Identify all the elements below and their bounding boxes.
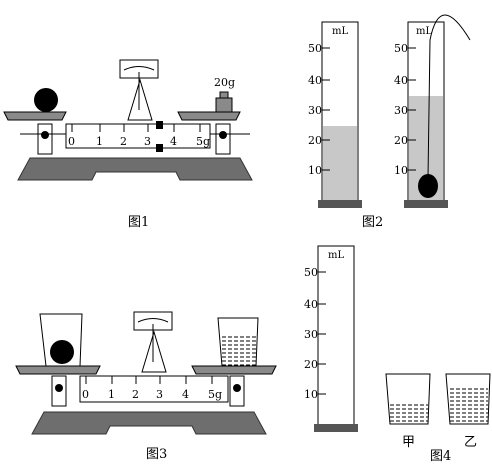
- figure4-cylinder: mL 50 40 30 20 10: [304, 245, 358, 432]
- cyl-4-tick-50: 50: [304, 266, 318, 279]
- cylinder-a-liquid: [323, 126, 357, 204]
- rider-bottom: [156, 144, 163, 152]
- figure1-caption: 图1: [128, 215, 149, 230]
- rider: [156, 121, 163, 129]
- ruler-label-2: 2: [120, 135, 127, 148]
- left-pan-3: [15, 365, 101, 375]
- figure2-cylinder-b: mL 50 40 30 20 10: [394, 14, 471, 208]
- weight-label: 20g: [214, 76, 235, 89]
- ruler3-label-3: 3: [156, 388, 163, 401]
- cyl-a-tick-10: 10: [308, 164, 322, 177]
- ruler-label-3: 3: [144, 135, 151, 148]
- left-pan: [3, 111, 67, 121]
- cyl-b-tick-50: 50: [394, 42, 408, 55]
- figure3-caption: 图3: [146, 447, 167, 462]
- cyl-4-tick-40: 40: [304, 298, 318, 311]
- balance-base-3: [31, 411, 267, 435]
- beam-ruler-ticks: [71, 124, 201, 132]
- ruler3-label-4: 4: [182, 388, 189, 401]
- right-pan: [177, 111, 241, 121]
- figure4-caption: 图4: [430, 449, 451, 464]
- figure3-balance: 0 1 2 3 4 5g 图3: [15, 311, 277, 462]
- cyl-b-tick-40: 40: [394, 74, 408, 87]
- string: [427, 14, 471, 179]
- figure4-beakers: 甲 乙 图4: [385, 373, 491, 464]
- cylinder-a-unit: mL: [332, 26, 348, 37]
- cyl-4-tick-10: 10: [304, 388, 318, 401]
- weight-20g: [215, 97, 233, 113]
- figure2-caption: 图2: [362, 215, 383, 230]
- cyl-b-tick-10: 10: [394, 164, 408, 177]
- stone-in-water: [418, 174, 438, 198]
- cyl-a-tick-50: 50: [308, 42, 322, 55]
- cyl-a-tick-20: 20: [308, 134, 322, 147]
- ruler-label-4: 4: [170, 135, 177, 148]
- cyl-4-tick-20: 20: [304, 358, 318, 371]
- stone: [34, 88, 58, 112]
- ruler-label-1: 1: [96, 135, 103, 148]
- pointer: [127, 78, 153, 121]
- cyl-a-tick-30: 30: [308, 104, 322, 117]
- ruler-label-0: 0: [68, 135, 75, 148]
- beaker-label-jia: 甲: [402, 435, 415, 450]
- cyl-a-tick-40: 40: [308, 74, 322, 87]
- ruler3-label-1: 1: [108, 388, 115, 401]
- beaker-label-yi: 乙: [464, 435, 477, 450]
- cyl-4-tick-30: 30: [304, 328, 318, 341]
- ruler-label-5g: 5g: [196, 135, 210, 148]
- ruler3-label-0: 0: [82, 388, 89, 401]
- beam-ruler-3: [79, 375, 229, 403]
- cyl-b-tick-30: 30: [394, 104, 408, 117]
- pointer-3: [141, 330, 167, 373]
- cyl-b-tick-20: 20: [394, 134, 408, 147]
- balance-base: [17, 157, 253, 181]
- right-pan-3: [191, 365, 277, 375]
- figure2-cylinder-a: mL 50 40 30 20 10 图2: [308, 21, 383, 230]
- beam-ruler: [65, 123, 211, 149]
- cylinder-4-unit: mL: [328, 250, 344, 261]
- figure1-balance: 0 1 2 3 4 5g 20g 图1: [3, 59, 253, 230]
- ruler3-label-2: 2: [132, 388, 139, 401]
- stone-in-beaker: [50, 340, 74, 364]
- cylinder-b-unit: mL: [416, 26, 432, 37]
- ruler3-label-5g: 5g: [208, 388, 222, 401]
